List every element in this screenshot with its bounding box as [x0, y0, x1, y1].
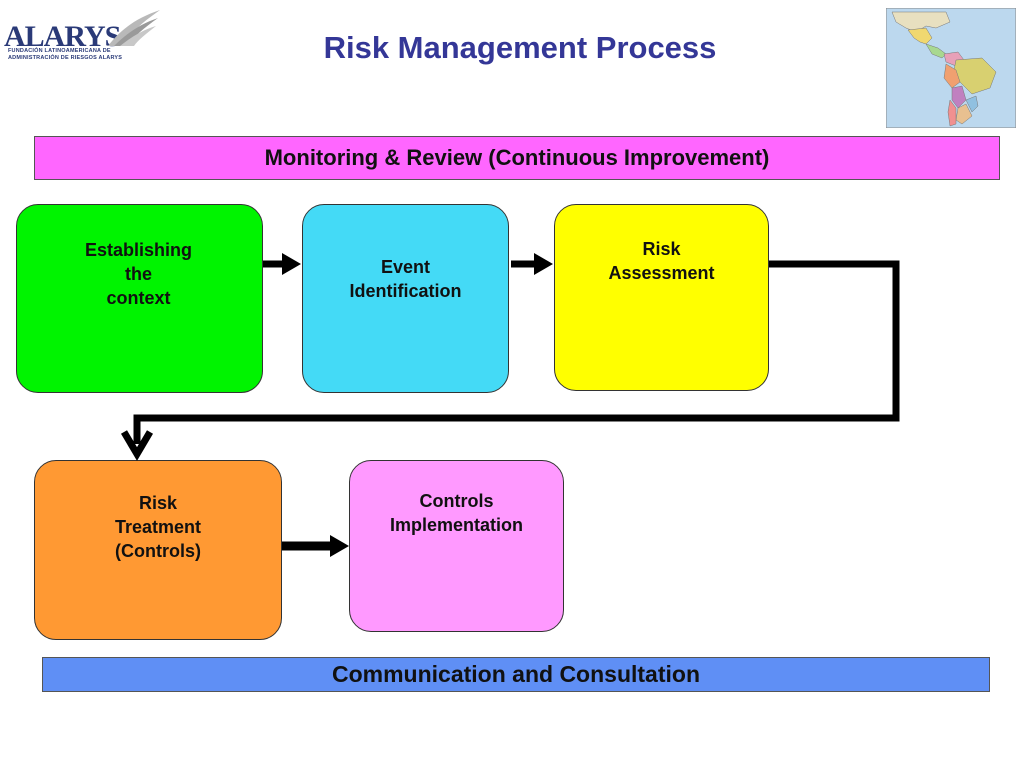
step-label-line: the — [125, 264, 152, 284]
arrow-establishing-to-event — [263, 253, 301, 275]
logo-wordmark: ALARYS — [4, 20, 121, 53]
step-establishing-context: Establishing the context — [16, 204, 263, 393]
step-risk-assessment: Risk Assessment — [554, 204, 769, 391]
logo-subtitle-1: FUNDACIÓN LATINOAMERICANA DE — [8, 48, 111, 54]
arrow-assessment-to-treatment — [120, 260, 900, 461]
arrow-event-to-assessment — [511, 253, 553, 275]
step-label-line: Risk — [642, 239, 681, 259]
step-label-line: Event — [380, 257, 431, 277]
wing-icon — [108, 10, 160, 46]
step-risk-treatment: Risk Treatment (Controls) — [34, 460, 282, 640]
step-label-line: (Controls) — [115, 541, 201, 561]
page-title: Risk Management Process — [323, 30, 717, 65]
latin-america-map-image — [886, 8, 1016, 128]
step-label-line: context — [106, 288, 171, 308]
alarys-logo: ALARYS FUNDACIÓN LATINOAMERICANA DE ADMI… — [0, 6, 165, 62]
monitoring-review-band: Monitoring & Review (Continuous Improvem… — [34, 136, 1000, 180]
step-controls-implementation: Controls Implementation — [349, 460, 564, 632]
communication-consultation-band: Communication and Consultation — [42, 657, 990, 692]
step-event-identification: Event Identification — [302, 204, 509, 393]
logo-subtitle-2: ADMINISTRACIÓN DE RIESGOS ALARYS — [8, 55, 123, 61]
step-label-line: Controls — [419, 491, 494, 511]
step-label-line: Identification — [349, 281, 462, 301]
step-label-line: Assessment — [608, 263, 715, 283]
step-label-line: Establishing — [84, 240, 192, 260]
arrow-treatment-to-controls — [282, 535, 349, 557]
step-label-line: Risk — [138, 493, 178, 513]
step-label-line: Implementation — [389, 515, 523, 535]
step-label-line: Treatment — [114, 517, 202, 537]
